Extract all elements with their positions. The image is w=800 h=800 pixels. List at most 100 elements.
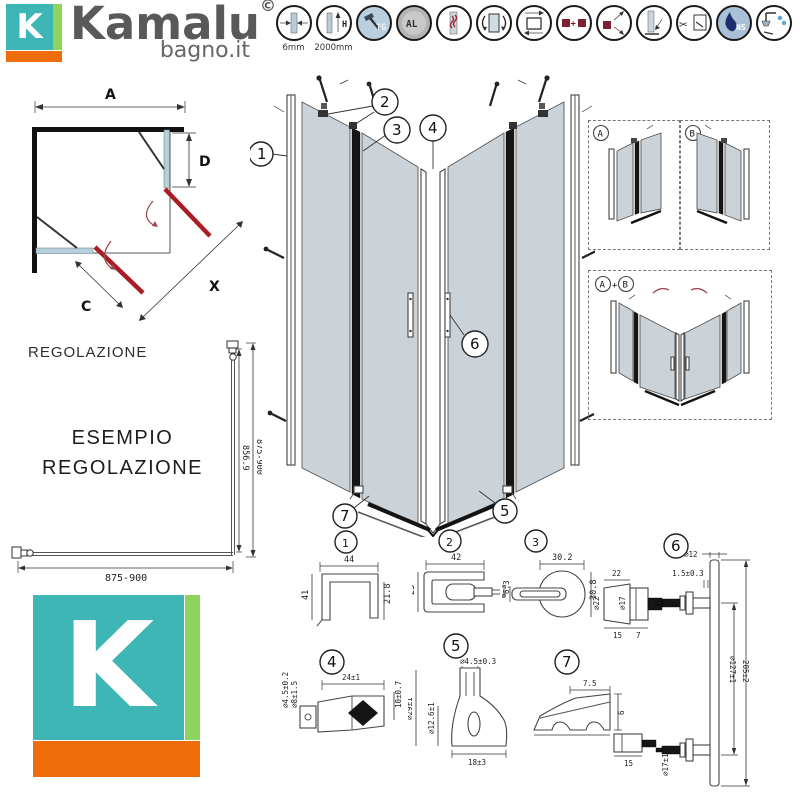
nano-text: NS (736, 23, 746, 32)
d5-left-outer: ⌀29±1 (408, 697, 414, 720)
hinge-profile-right (505, 127, 515, 499)
handle-right (444, 292, 451, 338)
height-letter: H (342, 20, 347, 30)
detail-5-number: 5 (443, 633, 469, 659)
thickness-label: 6mm (282, 43, 305, 53)
height-icon: H 2000mm (314, 4, 353, 53)
svg-text:5: 5 (451, 637, 461, 655)
adjustable-profile-icon (634, 4, 673, 53)
aluminum-icon: AL (394, 4, 433, 53)
detail-2-number: 2 (438, 529, 462, 553)
handle-stem-bottom (655, 738, 711, 762)
config-box-b: B (680, 120, 770, 250)
svg-text:✂: ✂ (679, 17, 688, 33)
detail-part-7: 7 7.5 6 15.6 (533, 649, 626, 737)
wall-left (32, 127, 37, 273)
d1-right: 21.8 (383, 584, 393, 604)
d3-top: 30.2 (552, 553, 572, 563)
d3-right: 30.8 (589, 580, 599, 600)
spec-icon-row: 6mm H 2000mm TG AL (274, 4, 793, 53)
d6-bottom-dia: ⌀17±1 (661, 753, 670, 776)
detail-part-2: 2 42 23 6.3 (412, 529, 511, 613)
corner-profile-left (420, 168, 427, 525)
logo-letter: K (16, 7, 43, 47)
config-ab-plus: + (612, 281, 618, 291)
aluminum-text: AL (406, 19, 418, 30)
svg-text:1: 1 (342, 537, 349, 550)
bottom-rail-left (367, 502, 431, 532)
svg-text:1: 1 (257, 145, 267, 163)
svg-text:4: 4 (428, 119, 438, 137)
config-b-label: B (690, 130, 695, 140)
svg-text:7: 7 (340, 507, 350, 525)
d6-side-dia-outer: ⌀22 (592, 596, 601, 610)
d6-side-len: 15 (613, 631, 622, 640)
custom-cut-icon: ✂ (674, 4, 713, 53)
handle-bar (709, 559, 720, 787)
copyright-mark: © (259, 0, 276, 15)
d4-left-outer: ⌀4.5±0.2 (282, 672, 290, 708)
logo-large-orange-bar (33, 741, 200, 777)
callout-2: 2 (327, 88, 399, 126)
detail-part-5: 5 ⌀4.5±0.3 ⌀29±1 ⌀12.6±1 18±3 (408, 633, 508, 767)
svg-text:6: 6 (671, 537, 681, 555)
door-panel-right (447, 132, 505, 525)
callout-5: 5 (478, 490, 518, 524)
svg-text:5: 5 (500, 502, 510, 520)
magnet-plus: + (570, 20, 576, 30)
d5-left-inner: ⌀12.6±1 (427, 702, 436, 734)
d6-total: 205±2 (741, 660, 750, 683)
brand-name-text: Kamalu (70, 0, 260, 50)
d7-bottom: 15.6 (564, 736, 583, 737)
fixed-glass-top (163, 129, 170, 189)
config-a-label: A (598, 130, 604, 140)
d2-top: 42 (451, 553, 461, 563)
svg-text:7: 7 (562, 653, 572, 671)
shower-bracket-icon (754, 4, 793, 53)
wall-top (32, 127, 184, 132)
nano-treatment-icon: NS (714, 4, 753, 53)
d4-right: 10±0.7 (394, 681, 403, 708)
d7-right: 6 (617, 710, 626, 715)
d2-left: 23 (412, 585, 417, 595)
svg-text:2: 2 (446, 536, 453, 549)
plan-dim-a: A (105, 87, 116, 103)
plan-dim-x: X (209, 279, 220, 295)
d4-top: 24±1 (342, 673, 360, 682)
d4-left-inner: ⌀8±1.5 (290, 681, 299, 708)
detail-part-6: 6 22 ⌀22 ⌀17 15 7 ⌀12 1.5±0.3 (592, 533, 750, 787)
detail-part-3: 3 30.2 6.3 30.8 (502, 529, 599, 618)
reversible-icon (514, 4, 553, 53)
detail-6-number: 6 (663, 533, 689, 559)
corner-entry-icon (594, 4, 633, 53)
corner-profile-right (439, 168, 446, 525)
screws (263, 75, 595, 422)
d2-right: 6.3 (502, 580, 511, 594)
d6-side-len2: 7 (636, 631, 641, 640)
detail-part-1: 1 44 41 21.8 (301, 530, 393, 627)
main-exploded-drawing: 1 2 3 4 6 7 5 (250, 75, 595, 537)
svg-text:2: 2 (380, 93, 390, 111)
d6-side-dia-inner: ⌀17 (618, 596, 627, 610)
logo-large-letter: K (62, 595, 155, 734)
detail-7-number: 7 (554, 649, 580, 675)
config-box-ab: A + B (588, 270, 772, 420)
logo-large-green-stripe (185, 595, 200, 740)
brand-site: bagno.it (159, 38, 250, 63)
bottom-rail-right (435, 502, 499, 532)
d6-gap: 1.5±0.3 (672, 569, 704, 578)
d6-side-width: 22 (612, 569, 621, 578)
tempered-text: TG (376, 23, 386, 33)
d1-top: 44 (344, 555, 354, 565)
plan-dim-d: D (199, 154, 211, 170)
logo-green-stripe (53, 4, 62, 50)
dim-vertical-outer: 875-900 (254, 439, 262, 475)
magnet-seal (348, 700, 378, 726)
svg-text:6: 6 (470, 335, 480, 353)
example-line1: ESEMPIO (71, 427, 174, 449)
d5-top: ⌀4.5±0.3 (460, 657, 496, 666)
dim-vertical-inner: 856.9 (240, 445, 250, 471)
detail-1-number: 1 (334, 530, 358, 554)
config-ab-b: B (623, 281, 628, 291)
